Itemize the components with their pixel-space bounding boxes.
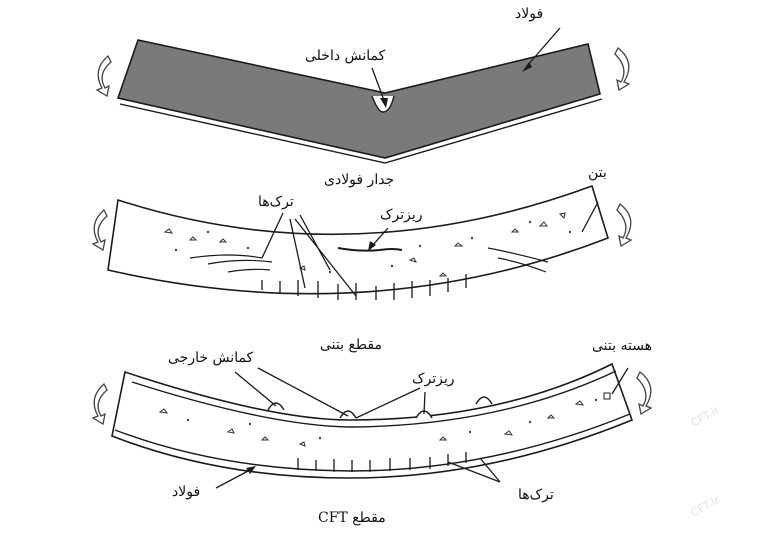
arrowhead — [380, 98, 388, 108]
leader-inner-buckling — [371, 67, 386, 104]
steel-plate — [116, 39, 601, 159]
label-concrete-core: هسته بتنی — [592, 338, 653, 354]
leader-outer-buckling — [234, 367, 349, 417]
caption-concrete-section: مقطع بتنی — [320, 337, 382, 353]
label-concrete: بتن — [588, 165, 607, 181]
outer-buckles — [267, 396, 493, 419]
inner-buckle — [371, 95, 395, 113]
leader-concrete — [581, 201, 599, 233]
cft-steel-inner-bottom — [114, 413, 631, 472]
leader-cracks — [261, 212, 357, 297]
concrete-beam — [107, 184, 609, 295]
diagonal-cracks — [189, 247, 549, 273]
leader-concrete-core — [611, 367, 629, 395]
label-cracks: ترک‌ها — [258, 194, 294, 210]
cracks — [261, 274, 467, 300]
cracks — [297, 452, 467, 472]
micro-crack-zone — [337, 247, 403, 252]
steel-section — [116, 27, 603, 164]
label-inner-buckling: کمانش داخلی — [305, 48, 386, 64]
concrete-section — [107, 184, 609, 300]
label-cracks-cft: ترک‌ها — [518, 487, 554, 503]
aggregate-dots — [186, 398, 598, 440]
label-steel-wall: جدار فولادی — [324, 172, 395, 188]
leader-micro-crack — [355, 387, 426, 419]
arrowhead — [522, 62, 532, 72]
leader-steel — [526, 27, 561, 67]
concrete-core-marker — [603, 392, 611, 400]
aggregate — [163, 212, 566, 277]
arrowhead — [246, 466, 256, 474]
cft-section — [111, 362, 634, 489]
label-steel: فولاد — [515, 6, 544, 22]
label-steel-cft: فولاد — [172, 484, 201, 500]
label-micro-crack-cft: ریزترک — [412, 371, 455, 387]
caption-cft-section: مقطع CFT — [318, 510, 386, 526]
leader-steel — [215, 469, 251, 489]
leader-cracks — [447, 457, 501, 483]
rotation-arrow-icon — [91, 46, 653, 426]
cft-steel-outer — [111, 362, 634, 479]
cft-steel-inner-top — [131, 370, 617, 428]
aggregate — [158, 400, 585, 447]
steel-plate-edge — [119, 98, 603, 164]
label-micro-crack: ریزترک — [380, 207, 423, 223]
leader-micro-crack — [371, 227, 389, 247]
aggregate-dots — [174, 220, 572, 274]
arrowhead — [368, 241, 376, 251]
label-outer-buckling: کمانش خارجی — [168, 350, 254, 366]
